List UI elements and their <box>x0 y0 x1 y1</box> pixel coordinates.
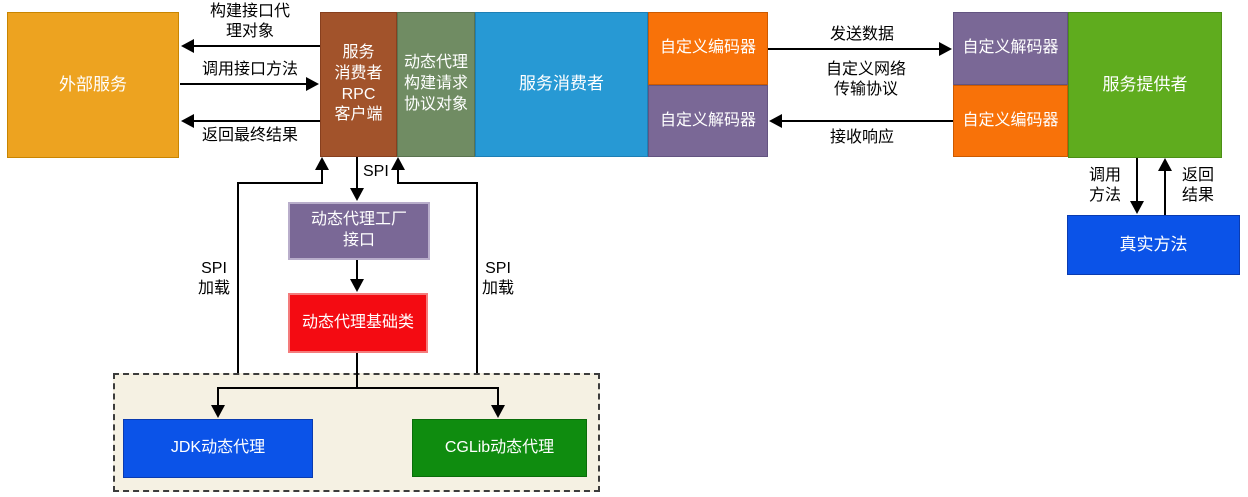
arrowhead <box>181 39 194 53</box>
node-custom-encoder-left: 自定义编码器 <box>648 12 768 85</box>
node-proxy-base-class: 动态代理基础类 <box>288 293 428 353</box>
node-cglib-proxy: CGLib动态代理 <box>412 419 587 477</box>
line-segment <box>356 353 358 389</box>
edge-label: SPI <box>363 163 389 180</box>
edge-label: 接收响应 <box>829 129 894 146</box>
node-rpc-client: 服务 消费者 RPC 客户端 <box>320 12 397 157</box>
line-segment <box>217 387 219 407</box>
line-segment <box>476 182 478 373</box>
arrowhead <box>1130 201 1144 214</box>
node-external-service: 外部服务 <box>7 12 179 158</box>
node-proxy-factory-interface: 动态代理工厂 接口 <box>288 202 430 260</box>
line-segment <box>768 48 940 50</box>
edge-label: 调用接口方法 <box>201 61 298 78</box>
edge-label: 调用 方法 <box>1088 167 1121 204</box>
label-network-protocol: 自定义网络 传输协议 <box>825 61 906 98</box>
line-segment <box>398 182 478 184</box>
arrowhead <box>939 42 952 56</box>
line-segment <box>217 387 498 389</box>
line-segment <box>781 120 953 122</box>
edge-label: SPI 加载 <box>197 260 230 297</box>
line-segment <box>180 83 307 85</box>
node-custom-decoder-right: 自定义解码器 <box>953 12 1068 85</box>
arrowhead <box>491 405 505 418</box>
line-segment <box>356 260 358 281</box>
line-segment <box>321 169 323 184</box>
line-segment <box>193 45 320 47</box>
node-real-method: 真实方法 <box>1067 215 1240 275</box>
node-service-provider: 服务提供者 <box>1068 12 1222 158</box>
arrowhead <box>391 157 405 170</box>
arrowhead <box>181 114 194 128</box>
node-service-consumer: 服务消费者 <box>475 12 648 157</box>
arrowhead <box>350 188 364 201</box>
node-jdk-proxy: JDK动态代理 <box>123 419 313 478</box>
edge-label: 返回 结果 <box>1181 167 1214 204</box>
edge-label: 发送数据 <box>829 26 894 43</box>
arrowhead <box>306 77 319 91</box>
line-segment <box>237 182 239 373</box>
node-custom-decoder-left: 自定义解码器 <box>648 85 768 157</box>
edge-label: 返回最终结果 <box>201 127 298 144</box>
arrowhead <box>350 279 364 292</box>
arrowhead <box>315 157 329 170</box>
line-segment <box>397 169 399 184</box>
line-segment <box>193 120 320 122</box>
line-segment <box>356 157 358 190</box>
line-segment <box>497 387 499 407</box>
line-segment <box>1164 170 1166 215</box>
line-segment <box>237 182 323 184</box>
arrowhead <box>1158 158 1172 171</box>
edge-label: SPI 加载 <box>481 260 514 297</box>
node-custom-encoder-right: 自定义编码器 <box>953 85 1068 157</box>
edge-label: 构建接口代 理对象 <box>209 3 290 40</box>
line-segment <box>1136 158 1138 202</box>
arrowhead <box>769 114 782 128</box>
node-dynamic-proxy-builder: 动态代理 构建请求 协议对象 <box>397 12 475 157</box>
arrowhead <box>211 405 225 418</box>
